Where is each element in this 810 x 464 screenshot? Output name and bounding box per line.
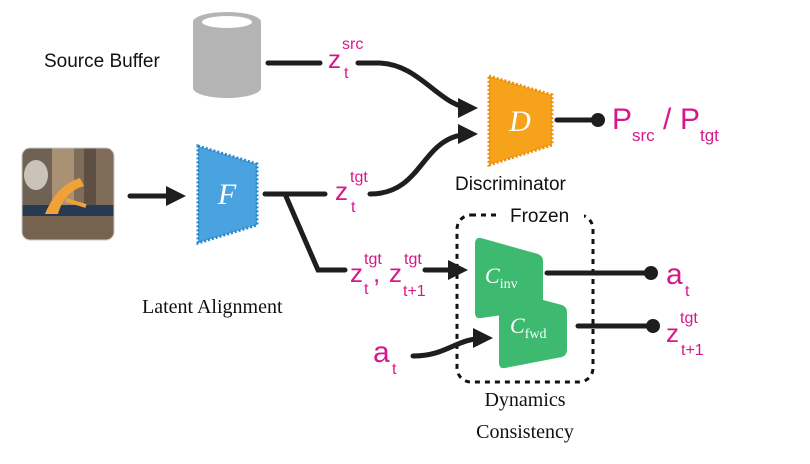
arrow-encoder-to-zpair <box>282 191 348 273</box>
z-pair-first-subscript: t <box>364 281 369 298</box>
arrow-ztgt-to-discriminator <box>367 124 478 197</box>
frozen-label-background <box>498 207 584 225</box>
z-pair-comma: , <box>373 258 380 288</box>
z-pair-second-subscript: t+1 <box>403 283 426 300</box>
frozen-label: Frozen <box>510 206 569 227</box>
z-t-tgt-superscript: tgt <box>350 169 368 186</box>
latent-alignment-label: Latent Alignment <box>142 296 283 318</box>
c-inv-base: C <box>485 263 500 288</box>
z-next-output-superscript: tgt <box>680 310 698 327</box>
z-t-src-subscript: t <box>344 65 349 82</box>
z-pair-second-superscript: tgt <box>404 251 422 268</box>
dynamics-consistency-label-line1: Dynamics <box>484 389 565 411</box>
p-tgt-label: P <box>680 103 700 136</box>
source-buffer-icon <box>193 12 261 98</box>
arrow-action-to-forward <box>410 328 493 359</box>
svg-text:Cinv: Cinv <box>485 263 518 292</box>
z-next-output-subscript: t+1 <box>681 342 704 359</box>
observation-image-frame <box>21 147 115 241</box>
math-labels: z src t z tgt t z tgt t , z tgt t+1 a t … <box>328 36 719 378</box>
discriminator-label: Discriminator <box>455 174 567 195</box>
observation-image <box>22 148 114 240</box>
z-pair-second: z <box>389 258 402 288</box>
action-output-subscript: t <box>685 283 690 300</box>
p-slash: / <box>663 103 672 136</box>
discriminator-d-module: D <box>487 73 554 168</box>
z-pair-first-superscript: tgt <box>364 251 382 268</box>
z-pair-first: z <box>350 258 363 288</box>
forward-model-c-fwd: Cfwd <box>499 289 567 369</box>
encoder-f-module: F <box>196 143 259 246</box>
c-inv-subscript: inv <box>500 277 518 292</box>
c-fwd-base: C <box>510 313 525 338</box>
z-t-tgt-label: z <box>335 176 348 206</box>
action-output-label: a <box>666 258 683 291</box>
encoder-f-symbol: F <box>217 178 237 211</box>
discriminator-d-symbol: D <box>508 105 531 138</box>
action-input-subscript: t <box>392 361 397 378</box>
z-next-output-label: z <box>666 318 679 348</box>
p-src-subscript: src <box>632 126 655 145</box>
svg-text:Cfwd: Cfwd <box>510 313 546 342</box>
arrow-zsrc-to-discriminator <box>355 60 478 118</box>
dynamics-consistency-label-line2: Consistency <box>476 421 574 443</box>
c-fwd-subscript: fwd <box>525 327 547 342</box>
z-t-tgt-subscript: t <box>351 199 356 216</box>
source-buffer-label: Source Buffer <box>44 51 161 72</box>
p-src-label: P <box>612 103 632 136</box>
action-input-label: a <box>373 336 390 369</box>
p-tgt-subscript: tgt <box>700 126 719 145</box>
arrows <box>127 60 660 359</box>
z-t-src-label: z <box>328 44 341 74</box>
z-t-src-superscript: src <box>342 36 363 53</box>
